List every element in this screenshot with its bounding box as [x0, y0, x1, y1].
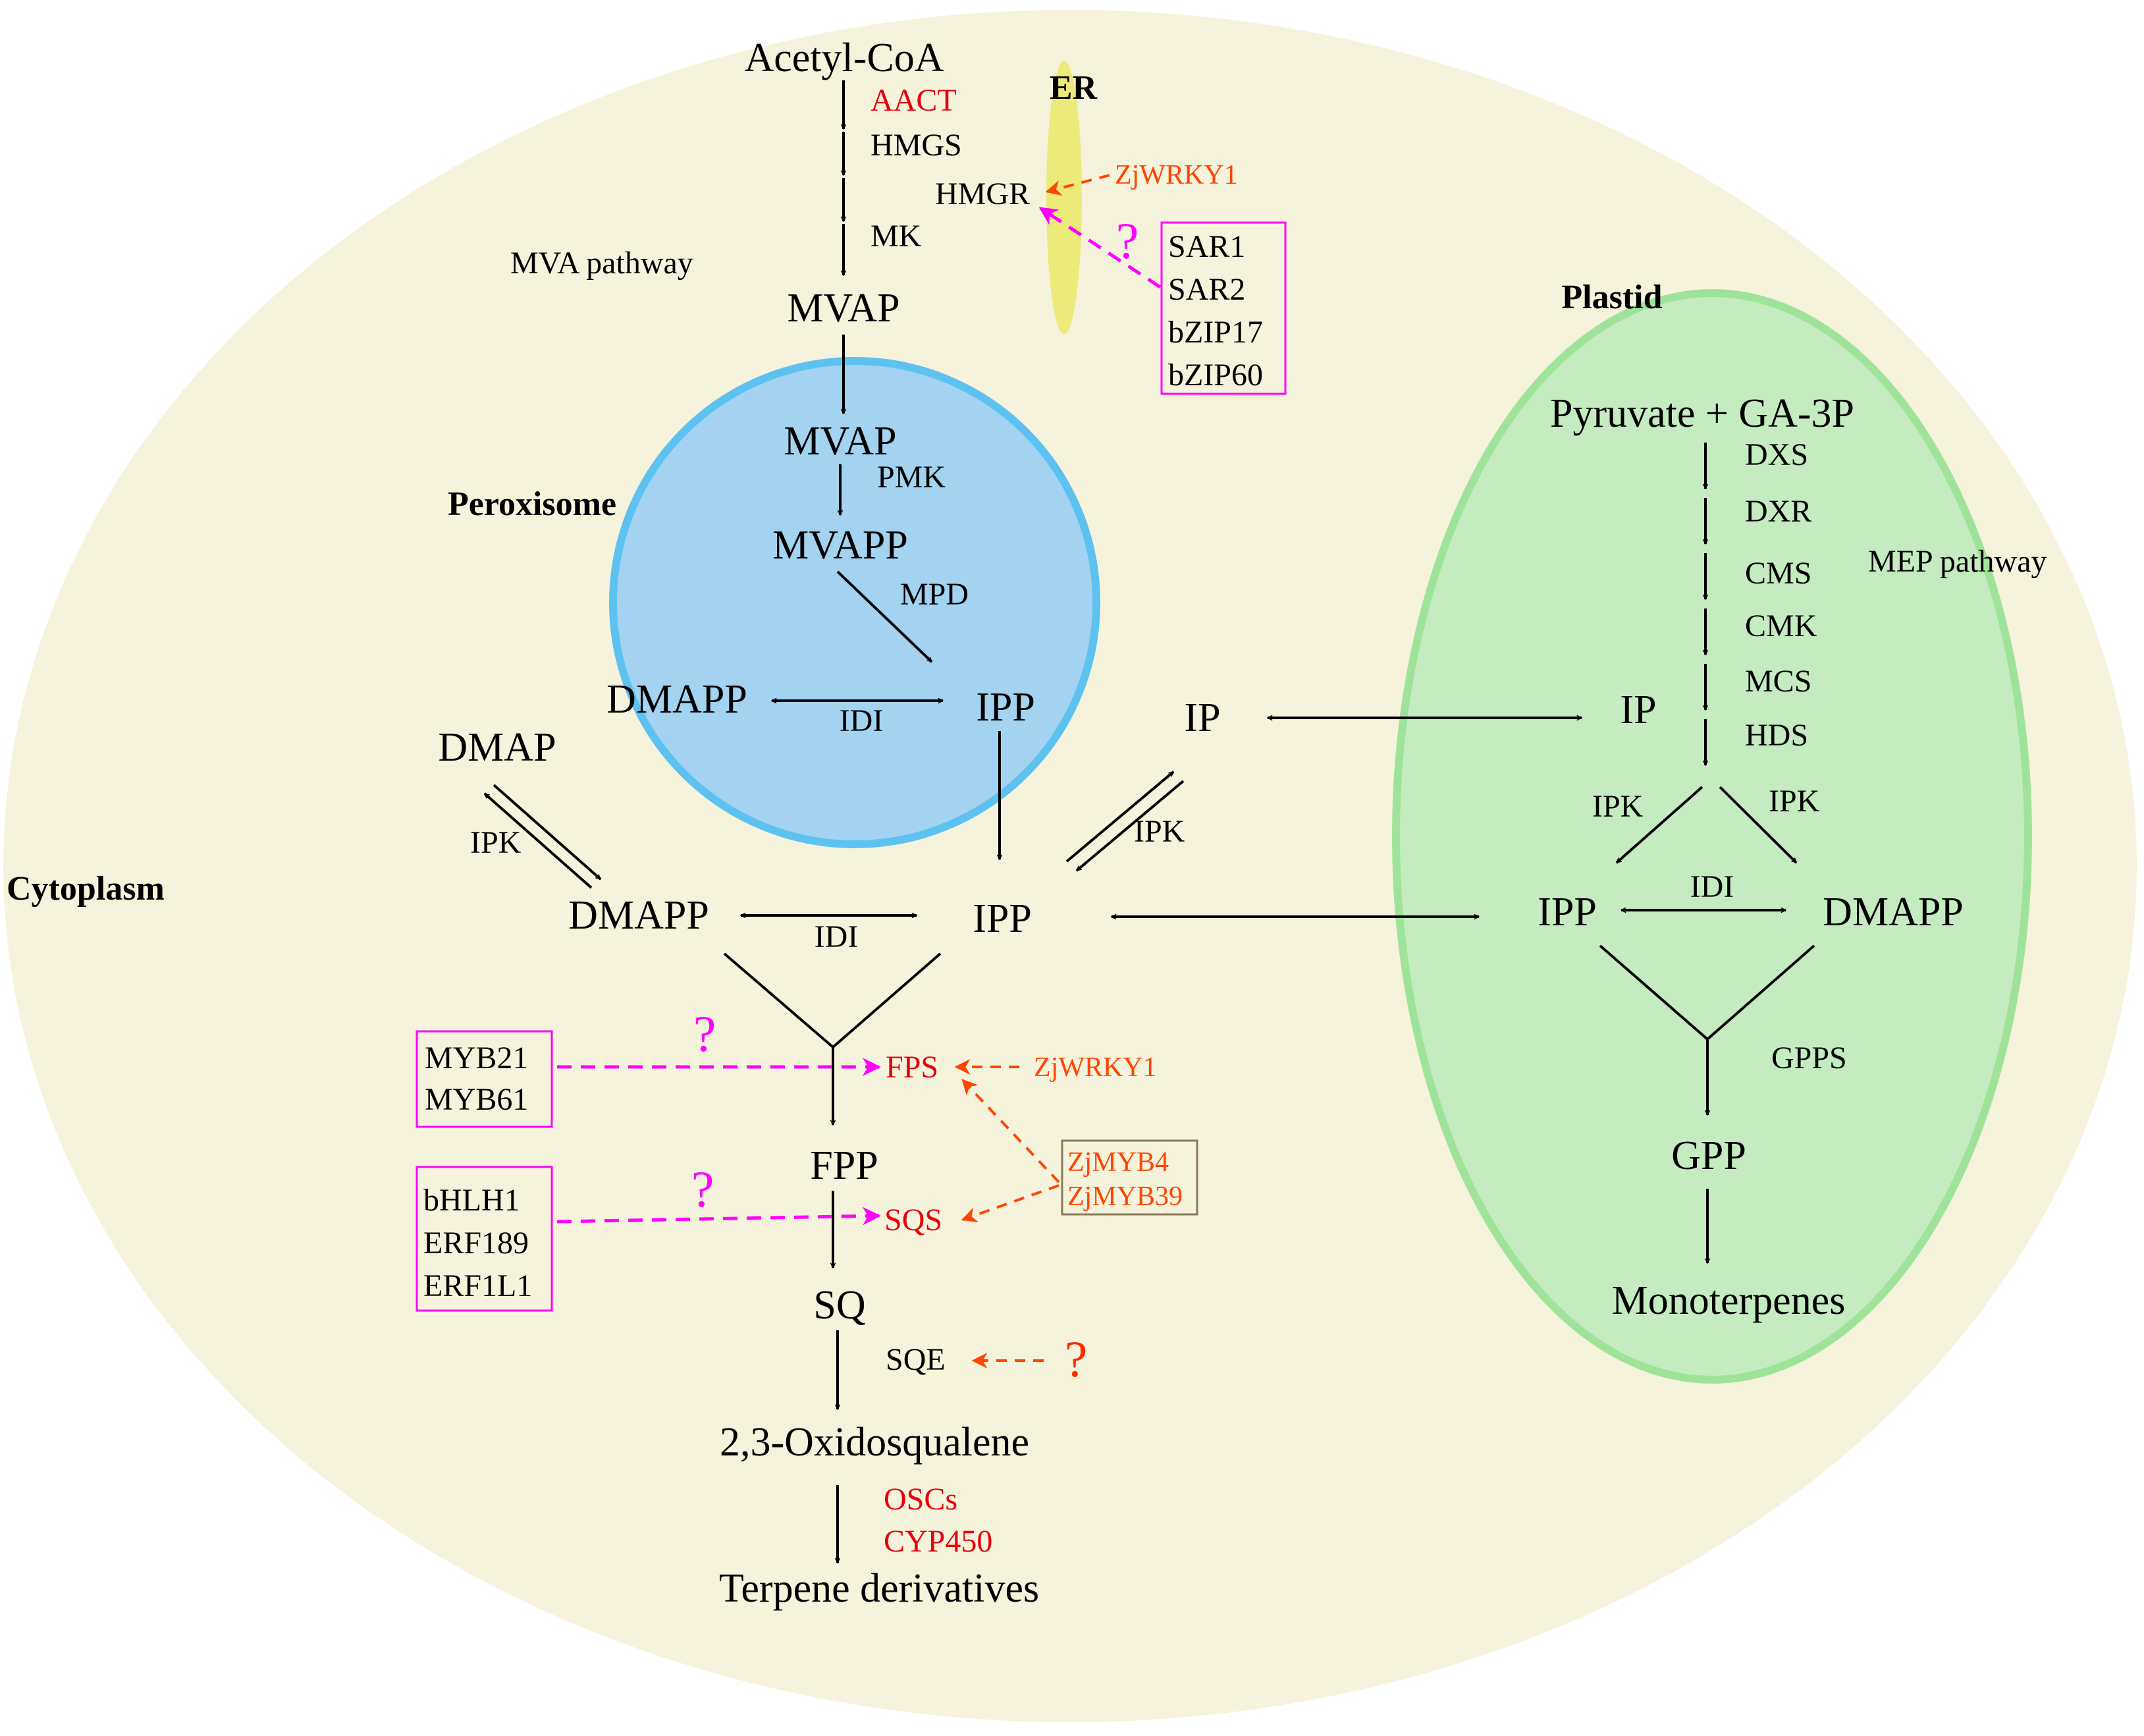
- unknown-regulation-bhlh: ?: [691, 1160, 714, 1218]
- plastid-region: [1392, 289, 2032, 1384]
- er-regulator-sar2: SAR2: [1168, 272, 1245, 307]
- enzyme-idi-plastid: IDI: [1690, 869, 1734, 904]
- arrow-mvapp-to-ipp: [836, 570, 933, 663]
- ip-plastid: IP: [1620, 688, 1656, 732]
- peroxisome-region: [609, 357, 1100, 848]
- ipp-plastid: IPP: [1538, 890, 1597, 935]
- enzyme-hds: HDS: [1745, 718, 1808, 753]
- arrow-bhlh-to-sqs: [556, 1207, 881, 1226]
- enzyme-mpd: MPD: [900, 577, 969, 612]
- arrow-dmap-to-dmapp: [493, 784, 602, 881]
- dmapp-cytoplasm: DMAPP: [568, 893, 709, 938]
- unknown-regulation-myb: ?: [693, 1005, 716, 1062]
- ip-cytoplasm: IP: [1184, 695, 1220, 740]
- enzyme-dxr: DXR: [1745, 494, 1811, 529]
- terpene-derivatives: Terpene derivatives: [719, 1566, 1039, 1611]
- regulator-myb21: MYB21: [425, 1041, 528, 1075]
- cytoplasm-label: Cytoplasm: [7, 870, 165, 908]
- er-region: [1046, 61, 1082, 335]
- peroxisome-label: Peroxisome: [448, 485, 616, 523]
- enzyme-sqs: SQS: [884, 1203, 942, 1237]
- dmap: DMAP: [438, 725, 556, 770]
- monoterpenes: Monoterpenes: [1612, 1278, 1846, 1323]
- enzyme-mcs: MCS: [1745, 664, 1811, 699]
- enzyme-mk: MK: [871, 219, 922, 254]
- mva-pathway-label: MVA pathway: [510, 246, 693, 281]
- enzyme-sqe: SQE: [886, 1342, 946, 1377]
- enzyme-hmgs: HMGS: [871, 128, 962, 163]
- regulator-myb61: MYB61: [425, 1082, 528, 1117]
- regulator-zjwrky1-fps: ZjWRKY1: [1034, 1052, 1157, 1083]
- arrow-ip-to-ipp: [1075, 780, 1185, 872]
- fpp: FPP: [810, 1143, 878, 1188]
- gpp: GPP: [1671, 1133, 1746, 1178]
- regulator-zjwrky1-hmgr: ZjWRKY1: [1115, 160, 1238, 190]
- enzyme-ipk-plastid-left: IPK: [1592, 789, 1644, 824]
- arrow-plastid-to-dmapp: [1719, 786, 1798, 864]
- enzyme-idi-peroxisome: IDI: [840, 703, 884, 738]
- enzyme-cmk: CMK: [1745, 609, 1817, 643]
- oxidosqualene: 2,3-Oxidosqualene: [720, 1420, 1029, 1465]
- enzyme-idi-cytoplasm: IDI: [815, 919, 859, 954]
- pyruvate-ga3p: Pyruvate + GA-3P: [1550, 391, 1854, 436]
- enzyme-oscs: OSCs: [884, 1482, 957, 1517]
- myb-regulator-box: [415, 1030, 553, 1128]
- mvap-peroxisome: MVAP: [784, 419, 896, 464]
- dmapp-peroxisome: DMAPP: [606, 677, 747, 722]
- ipp-peroxisome: IPP: [976, 685, 1035, 730]
- arrow-er-box-to-hmgr: [1038, 206, 1162, 289]
- enzyme-gpps: GPPS: [1771, 1041, 1847, 1075]
- mvap-cytoplasm: MVAP: [787, 286, 899, 331]
- bhlh-regulator-box: [415, 1166, 553, 1312]
- zjmyb-regulator-box: [1061, 1139, 1198, 1216]
- enzyme-ipk-ip: IPK: [1134, 814, 1185, 849]
- regulator-erf189: ERF189: [423, 1226, 529, 1261]
- er-regulator-sar1: SAR1: [1168, 229, 1245, 264]
- enzyme-cyp450: CYP450: [884, 1524, 992, 1559]
- mvapp: MVAPP: [772, 523, 908, 568]
- arrow-dmapp-to-dmap: [483, 792, 593, 889]
- enzyme-ipk-plastid-right: IPK: [1769, 784, 1820, 819]
- regulator-zjmyb4: ZjMYB4: [1067, 1147, 1169, 1178]
- ipp-cytoplasm: IPP: [973, 896, 1032, 941]
- arrow-ipp-to-ip: [1065, 771, 1175, 863]
- enzyme-dxs: DXS: [1745, 437, 1808, 472]
- enzyme-aact: AACT: [871, 83, 957, 118]
- enzyme-hmgr: HMGR: [935, 176, 1030, 211]
- arrow-zjmyb-to-fps: [961, 1079, 1060, 1183]
- enzyme-fps: FPS: [886, 1050, 938, 1085]
- unknown-regulation-sqe: ?: [1065, 1330, 1088, 1388]
- enzyme-pmk: PMK: [877, 460, 946, 495]
- enzyme-cms: CMS: [1745, 556, 1811, 591]
- er-regulator-bzip17: bZIP17: [1168, 315, 1263, 350]
- acetyl-coa: Acetyl-CoA: [744, 36, 944, 80]
- regulator-erf1l1: ERF1L1: [423, 1268, 532, 1303]
- plastid-label: Plastid: [1561, 279, 1662, 316]
- sq: SQ: [813, 1283, 865, 1328]
- enzyme-ipk-dmap: IPK: [470, 825, 522, 860]
- er-regulator-box: [1160, 221, 1287, 395]
- er-label: ER: [1050, 69, 1098, 107]
- regulator-zjmyb39: ZjMYB39: [1067, 1181, 1183, 1212]
- arrow-plastid-to-ipp: [1615, 786, 1703, 864]
- mep-pathway-label: MEP pathway: [1868, 544, 2047, 579]
- er-regulator-bzip60: bZIP60: [1168, 358, 1263, 393]
- regulator-bhlh1: bHLH1: [423, 1183, 520, 1218]
- dmapp-plastid: DMAPP: [1823, 890, 1964, 935]
- unknown-regulation-er: ?: [1116, 212, 1139, 269]
